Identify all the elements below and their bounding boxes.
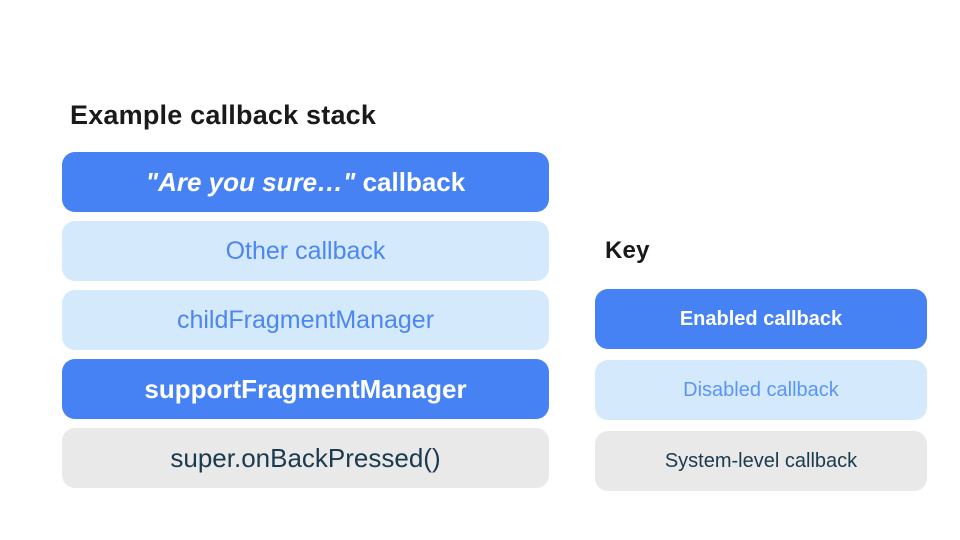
- key-item-label: Disabled callback: [683, 378, 839, 401]
- key-item-enabled-callback: Enabled callback: [595, 289, 927, 349]
- stack-item-label: childFragmentManager: [176, 305, 435, 334]
- key-item-label: Enabled callback: [679, 307, 843, 330]
- stack-item-label: "Are you sure…" callback: [146, 167, 465, 198]
- stack-item-other-callback: Other callback: [62, 221, 549, 281]
- stack-item-super-on-back-pressed: super.onBackPressed(): [62, 428, 549, 488]
- key-item-disabled-callback: Disabled callback: [595, 360, 927, 420]
- stack-item-rest-text: callback: [355, 166, 466, 197]
- stack-item-quoted-text: "Are you sure…": [145, 166, 356, 197]
- stack-item-child-fragment-manager: childFragmentManager: [62, 290, 549, 350]
- key-item-label: System-level callback: [664, 449, 858, 472]
- stack-title: Example callback stack: [70, 100, 377, 130]
- stack-item-label: supportFragmentManager: [144, 373, 467, 404]
- key-item-system-level-callback: System-level callback: [595, 431, 927, 491]
- stack-item-are-you-sure-callback: "Are you sure…" callback: [62, 152, 549, 212]
- stack-item-label: super.onBackPressed(): [170, 442, 441, 473]
- callback-stack: "Are you sure…" callback Other callback …: [62, 152, 549, 488]
- key-title: Key: [605, 237, 650, 264]
- stack-item-support-fragment-manager: supportFragmentManager: [62, 359, 549, 419]
- stack-item-label: Other callback: [225, 236, 386, 265]
- key-legend: Enabled callback Disabled callback Syste…: [595, 289, 927, 491]
